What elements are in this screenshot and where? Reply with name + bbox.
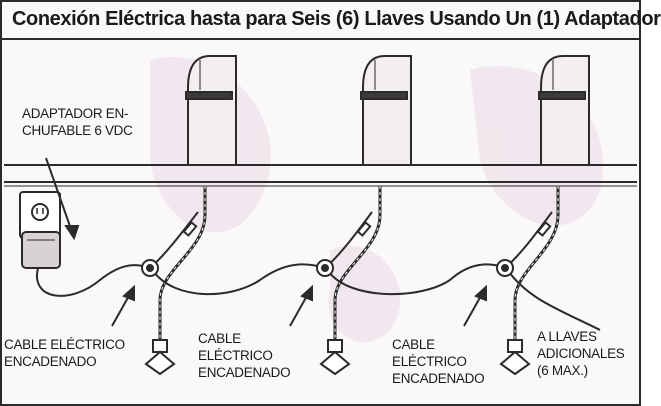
faucet-1	[185, 55, 237, 166]
cable-label-2-line-3: ENCADENADO	[198, 365, 291, 380]
cable-connectors	[141, 221, 552, 277]
adapter-label: ADAPTADOR EN- CHUFABLE 6 VDC	[22, 105, 133, 139]
cable-label-2-line-1: CABLE	[198, 331, 241, 346]
adapter-cord	[35, 264, 151, 297]
faucet-2	[360, 55, 412, 166]
adapter-label-line-2: CHUFABLE 6 VDC	[22, 123, 133, 138]
cable-label-3-line-2: ELÉCTRICO	[392, 354, 467, 369]
diagram-title: Conexión Eléctrica hasta para Seis (6) L…	[12, 8, 661, 30]
wall-outlet	[19, 191, 61, 239]
cable-label-1: CABLE ELÉCTRICO ENCADENADO	[4, 336, 125, 370]
additional-label-line-3: (6 MAX.)	[537, 363, 588, 378]
valve-1	[144, 339, 176, 376]
plug-adapter	[21, 231, 61, 269]
label-arrows	[111, 284, 487, 327]
countertop	[4, 164, 637, 187]
wiring-diagram	[4, 55, 637, 376]
additional-faucets-label: A LLAVES ADICIONALES (6 MAX.)	[537, 328, 625, 379]
faucet-3	[538, 55, 590, 166]
title-divider	[2, 38, 639, 40]
additional-label-line-1: A LLAVES	[537, 329, 597, 344]
cable-label-2-line-2: ELÉCTRICO	[198, 348, 273, 363]
cable-label-3-line-1: CABLE	[392, 337, 435, 352]
adapter-arrow	[45, 157, 80, 241]
cable-label-3: CABLE ELÉCTRICO ENCADENADO	[392, 336, 485, 387]
additional-label-line-2: ADICIONALES	[537, 346, 625, 361]
supply-hoses-inner	[159, 186, 559, 345]
cable-label-3-line-3: ENCADENADO	[392, 371, 485, 386]
valve-3	[499, 339, 531, 376]
valve-2	[319, 339, 351, 376]
cable-label-1-line-1: CABLE ELÉCTRICO	[4, 337, 125, 352]
cable-label-2: CABLE ELÉCTRICO ENCADENADO	[198, 330, 291, 381]
cable-label-1-line-2: ENCADENADO	[4, 354, 97, 369]
adapter-label-line-1: ADAPTADOR EN-	[22, 106, 129, 121]
